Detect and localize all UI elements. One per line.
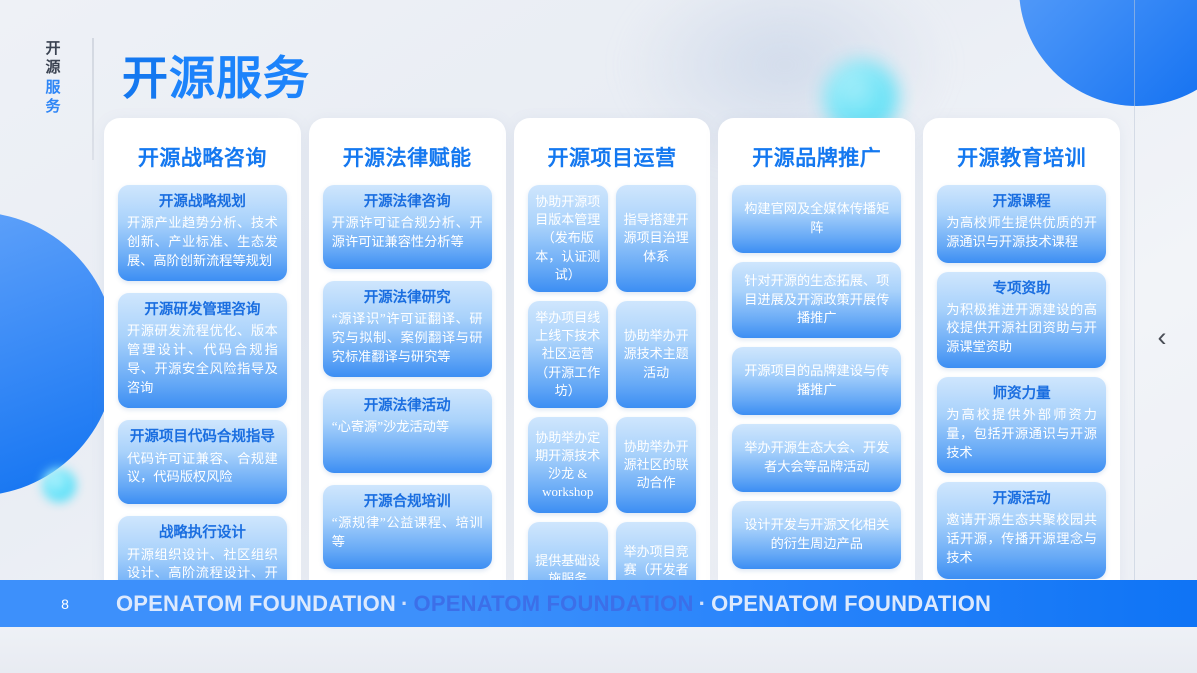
service-item-card[interactable]: 开源项目代码合规指导代码许可证兼容、合规建议，代码版权风险 xyxy=(118,420,287,505)
page-title-part-2: 源服务 xyxy=(169,52,310,104)
service-item-title: 开源活动 xyxy=(992,491,1051,508)
service-item-body: 开源项目的品牌建设与传播推广 xyxy=(744,363,890,398)
service-column-legal: 开源法律赋能开源法律咨询开源许可证合规分析、开源许可证兼容性分析等开源法律研究 “… xyxy=(308,118,506,586)
service-item-body: “心寄源”沙龙活动等 xyxy=(331,419,450,435)
footer-underbar xyxy=(0,627,1197,673)
service-item-card[interactable]: 专项资助为积极推进开源建设的高校提供开源社团资助与开源课堂资助 xyxy=(937,271,1106,368)
service-item-card[interactable]: 开源法律活动 “心寄源”沙龙活动等 xyxy=(322,389,492,474)
column-title-education: 开源教育培训 xyxy=(957,147,1087,170)
service-item-card[interactable]: 开源合规培训 “源规律”公益课程、培训等 xyxy=(322,485,492,570)
service-item-card[interactable]: 师资力量为高校提供外部师资力量，包括开源通识与开源技术 xyxy=(937,376,1106,474)
footer-brand-1: OPENATOM FOUNDATION xyxy=(116,590,397,616)
service-item-title: 开源研发管理咨询 xyxy=(144,302,261,319)
service-item-card[interactable]: 开源法律研究 “源译识”许可证翻译、研究与拟制、案例翻译与研究标准翻译与研究等 xyxy=(322,281,492,378)
page-number: 8 xyxy=(61,595,69,612)
service-item-card[interactable]: 协助开源项目版本管理（发布版本，认证测试） xyxy=(527,185,608,292)
service-item-body: 为高校提供外部师资力量，包括开源通识与开源技术 xyxy=(946,407,1097,460)
service-columns-board: 开源战略咨询开源战略规划开源产业趋势分析、技术创新、产业标准、生态发展、高阶创新… xyxy=(104,118,1120,586)
service-item-body: 构建官网及全媒体传播矩阵 xyxy=(744,201,890,235)
column-items-strategy: 开源战略规划开源产业趋势分析、技术创新、产业标准、生态发展、高阶创新流程等规划开… xyxy=(118,185,287,586)
service-item-card[interactable]: 开源课程为高校师生提供优质的开源通识与开源技术课程 xyxy=(937,185,1106,263)
decorative-circle-top-right xyxy=(1019,0,1197,106)
service-item-card[interactable]: 举办开源生态大会、开发者大会等品牌活动 xyxy=(732,424,902,493)
service-item-card[interactable]: 开源法律咨询开源许可证合规分析、开源许可证兼容性分析等 xyxy=(322,185,492,269)
footer-brand-3: OPENATOM FOUNDATION xyxy=(711,590,992,616)
service-column-brand: 开源品牌推广构建官网及全媒体传播矩阵针对开源的生态拓展、项目进展及开源政策开展传… xyxy=(718,118,916,586)
service-item-body: 举办项目线上线下技术社区运营（开源工作坊） xyxy=(535,309,601,398)
service-item-card[interactable]: 针对开源的生态拓展、项目进展及开源政策开展传播推广 xyxy=(732,262,902,339)
chevron-left-icon[interactable]: ‹ xyxy=(1157,321,1167,352)
service-item-card[interactable]: 开源研发管理咨询开源研发流程优化、版本管理设计、代码合规指导、开源安全风险指导及… xyxy=(118,293,287,409)
service-item-body: 开源许可证合规分析、开源许可证兼容性分析等 xyxy=(331,215,483,249)
service-item-card[interactable]: 协助举办开源社区的联动合作 xyxy=(615,416,697,513)
sidebar-vertical-title: 开 源 服 务 xyxy=(40,40,66,116)
column-items-operation: 协助开源项目版本管理（发布版本，认证测试） 指导搭建开源项目治理体系举办项目线上线… xyxy=(527,185,697,586)
sidebar-title-char-1: 开 xyxy=(45,40,61,57)
footer-bar: 8 OPENATOM FOUNDATION·OPENATOM FOUNDATIO… xyxy=(0,580,1197,627)
service-item-card[interactable]: 举办项目竞赛（开发者激励计划） xyxy=(615,521,697,586)
service-item-title: 开源战略规划 xyxy=(158,194,246,210)
service-item-title: 战略执行设计 xyxy=(158,525,246,542)
service-item-card[interactable]: 举办项目线上线下技术社区运营（开源工作坊） xyxy=(527,300,608,408)
sidebar-title-char-3: 服 xyxy=(45,78,61,96)
decorative-circle-left xyxy=(0,212,116,496)
column-items-brand: 构建官网及全媒体传播矩阵针对开源的生态拓展、项目进展及开源政策开展传播推广开源项… xyxy=(732,185,902,586)
service-item-body: 开源产业趋势分析、技术创新、产业标准、生态发展、高阶创新流程等规划 xyxy=(127,215,278,268)
service-item-card[interactable]: 开源项目的品牌建设与传播推广 xyxy=(732,347,902,416)
service-item-title: 开源项目代码合规指导 xyxy=(129,429,275,446)
sidebar-divider xyxy=(92,38,94,160)
service-item-body: 为高校师生提供优质的开源通识与开源技术课程 xyxy=(946,215,1097,249)
decorative-cyan-dot xyxy=(42,468,76,502)
service-column-strategy: 开源战略咨询开源战略规划开源产业趋势分析、技术创新、产业标准、生态发展、高阶创新… xyxy=(104,118,301,586)
column-title-brand: 开源品牌推广 xyxy=(752,147,882,170)
service-item-body: 协助开源项目版本管理（发布版本，认证测试） xyxy=(535,194,601,282)
sidebar-title-char-4: 务 xyxy=(45,97,61,115)
service-item-body: 为积极推进开源建设的高校提供开源社团资助与开源课堂资助 xyxy=(946,301,1097,355)
service-item-title: 开源法律咨询 xyxy=(363,194,451,210)
service-item-body: 协助举办定期开源技术沙龙 & workshop xyxy=(535,429,601,500)
service-item-body: 设计开发与开源文化相关的衍生周边产品 xyxy=(744,517,890,552)
footer-brand-2: OPENATOM FOUNDATION xyxy=(413,590,694,616)
service-item-body: 针对开源的生态拓展、项目进展及开源政策开展传播推广 xyxy=(744,273,890,326)
page-title: 开源服务 xyxy=(122,42,310,108)
service-item-title: 开源法律研究 xyxy=(363,290,451,306)
column-items-education: 开源课程为高校师生提供优质的开源通识与开源技术课程专项资助为积极推进开源建设的高… xyxy=(937,185,1106,586)
service-column-education: 开源教育培训开源课程为高校师生提供优质的开源通识与开源技术课程专项资助为积极推进… xyxy=(923,118,1120,586)
page-title-part-1: 开 xyxy=(122,52,169,104)
footer-separator-2: · xyxy=(698,590,707,616)
service-item-body: 代码许可证兼容、合规建议，代码版权风险 xyxy=(127,450,278,485)
service-item-title: 开源合规培训 xyxy=(363,494,451,511)
service-item-card[interactable]: 设计开发与开源文化相关的衍生周边产品 xyxy=(732,501,902,570)
service-item-title: 师资力量 xyxy=(992,385,1051,402)
sidebar-title-char-2: 源 xyxy=(45,59,61,77)
service-item-title: 专项资助 xyxy=(992,280,1051,297)
service-item-card[interactable]: 协助举办定期开源技术沙龙 & workshop xyxy=(527,416,608,513)
service-item-card[interactable]: 提供基础设施服务 xyxy=(527,521,608,586)
column-title-strategy: 开源战略咨询 xyxy=(137,147,267,170)
column-items-legal: 开源法律咨询开源许可证合规分析、开源许可证兼容性分析等开源法律研究 “源译识”许可… xyxy=(322,185,492,586)
service-item-body: “源规律”公益课程、培训等 xyxy=(331,515,483,550)
column-title-legal: 开源法律赋能 xyxy=(342,147,472,170)
footer-brand-line: OPENATOM FOUNDATION·OPENATOM FOUNDATION·… xyxy=(116,591,991,617)
footer-separator-1: · xyxy=(401,590,409,616)
service-item-body: 开源研发流程优化、版本管理设计、代码合规指导、开源安全风险指导及咨询 xyxy=(127,323,278,395)
service-item-title: 开源课程 xyxy=(992,194,1051,210)
service-item-card[interactable]: 构建官网及全媒体传播矩阵 xyxy=(732,185,902,253)
service-item-card[interactable]: 开源战略规划开源产业趋势分析、技术创新、产业标准、生态发展、高阶创新流程等规划 xyxy=(118,185,287,282)
service-item-card[interactable]: 指导搭建开源项目治理体系 xyxy=(615,185,697,292)
column-title-operation: 开源项目运营 xyxy=(547,147,677,170)
service-item-card[interactable]: 协助举办开源技术主题活动 xyxy=(615,300,697,408)
service-item-title: 开源法律活动 xyxy=(363,398,451,415)
service-item-body: 指导搭建开源项目治理体系 xyxy=(623,212,689,264)
service-item-body: 协助举办开源社区的联动合作 xyxy=(623,438,689,490)
service-item-body: 协助举办开源技术主题活动 xyxy=(623,328,689,380)
service-item-body: 举办开源生态大会、开发者大会等品牌活动 xyxy=(744,440,890,475)
service-column-operation: 开源项目运营协助开源项目版本管理（发布版本，认证测试）指导搭建开源项目治理体系举… xyxy=(513,118,711,586)
right-edge-divider xyxy=(1134,0,1135,627)
service-item-body: 邀请开源生态共聚校园共话开源，传播开源理念与技术 xyxy=(946,512,1097,565)
service-item-body: “源译识”许可证翻译、研究与拟制、案例翻译与研究标准翻译与研究等 xyxy=(331,311,483,364)
service-item-card[interactable]: 开源活动邀请开源生态共聚校园共话开源，传播开源理念与技术 xyxy=(937,482,1106,579)
